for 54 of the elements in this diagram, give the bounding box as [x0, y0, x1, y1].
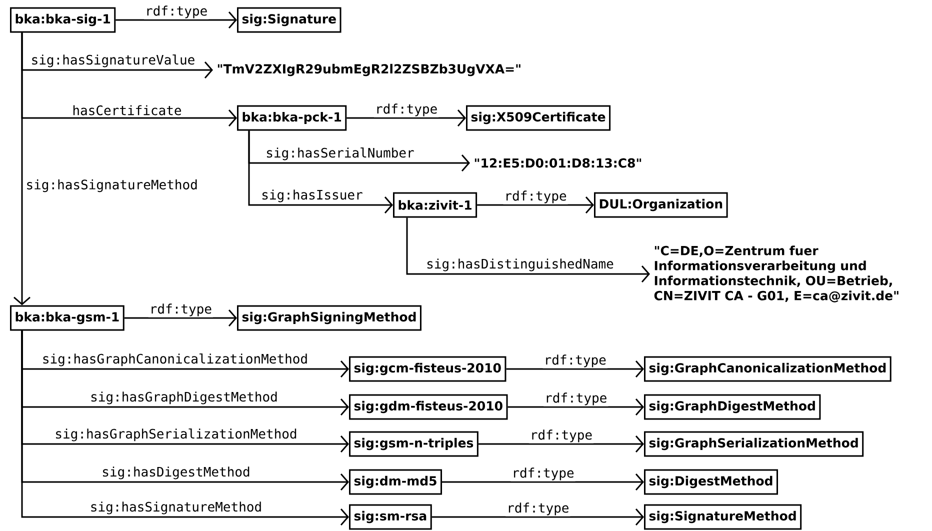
- resource-box: sig:sm-rsa: [349, 504, 432, 530]
- resource-box: bka:bka-gsm-1: [10, 305, 124, 331]
- literal-text: "TmV2ZXIgR29ubmEgR2l2ZSBZb3UgVXA=": [218, 64, 520, 76]
- edge-label: sig:hasGraphCanonicalizationMethod: [40, 352, 310, 368]
- arrow: [477, 196, 594, 214]
- edge-label: sig:hasSerialNumber: [264, 146, 416, 162]
- resource-box: sig:gcm-fisteus-2010: [349, 356, 506, 382]
- resource-box: sig:Signature: [237, 7, 342, 33]
- edge-label: rdf:type: [542, 354, 608, 368]
- arrow: [346, 110, 466, 126]
- arrow: [432, 508, 644, 526]
- literal-text: "12:E5:D0:01:D8:13:C8": [474, 158, 642, 168]
- edge-label: rdf:type: [510, 466, 576, 482]
- resource-box: sig:GraphSerializationMethod: [644, 431, 864, 457]
- resource-box: sig:dm-md5: [349, 469, 442, 495]
- resource-box: bka:bka-sig-1: [10, 7, 116, 33]
- edge-label: sig:hasDigestMethod: [100, 466, 252, 480]
- edge-label: rdf:type: [144, 4, 209, 20]
- edge-label: sig:hasDistinguishedName: [425, 258, 615, 272]
- arrow: [21, 330, 349, 526]
- resource-box: sig:DigestMethod: [644, 469, 778, 495]
- edge-label: sig:hasSignatureMethod: [88, 500, 264, 516]
- edge-label: rdf:type: [503, 190, 568, 204]
- arrow: [116, 12, 237, 28]
- arrow: [14, 32, 30, 306]
- arrow: [406, 218, 650, 282]
- edge-label: sig:hasGraphDigestMethod: [89, 390, 279, 406]
- edge-label: sig:hasSignatureMethod: [24, 178, 199, 194]
- resource-box: bka:bka-pck-1: [237, 105, 347, 131]
- resource-box: sig:GraphSigningMethod: [237, 305, 422, 331]
- arrow: [508, 398, 644, 416]
- arrow: [248, 130, 393, 214]
- edge-label: sig:hasSignatureValue: [30, 54, 196, 68]
- edge-label: sig:hasGraphSerializationMethod: [54, 428, 298, 442]
- resource-box: sig:GraphCanonicalizationMethod: [644, 356, 892, 382]
- resource-box: bka:zivit-1: [393, 192, 478, 218]
- resource-box: sig:gdm-fisteus-2010: [349, 394, 508, 420]
- edge-label: rdf:type: [506, 502, 570, 516]
- arrow: [506, 360, 644, 378]
- edge-label: hasCertificate: [71, 104, 183, 116]
- edge-label: rdf:type: [374, 102, 439, 118]
- edge-label: rdf:type: [148, 302, 213, 318]
- resource-box: sig:GraphDigestMethod: [644, 394, 821, 420]
- resource-box: sig:SignatureMethod: [644, 504, 802, 530]
- edge-label: sig:hasIssuer: [260, 188, 364, 204]
- edge-label: rdf:type: [544, 392, 608, 406]
- resource-box: sig:X509Certificate: [466, 105, 611, 131]
- arrow: [478, 436, 644, 452]
- arrow: [442, 474, 644, 490]
- resource-box: sig:gsm-n-triples: [349, 431, 478, 457]
- resource-box: DUL:Organization: [594, 192, 728, 218]
- literal-text: "C=DE,O=Zentrum fuer Informationsverarbeitung und Informationstechnik, OU=Betrieb, CN=ZIVIT CA - G01, E=ca@zivit.de": [654, 246, 898, 302]
- edge-label: rdf:type: [528, 428, 594, 444]
- arrow: [124, 310, 237, 326]
